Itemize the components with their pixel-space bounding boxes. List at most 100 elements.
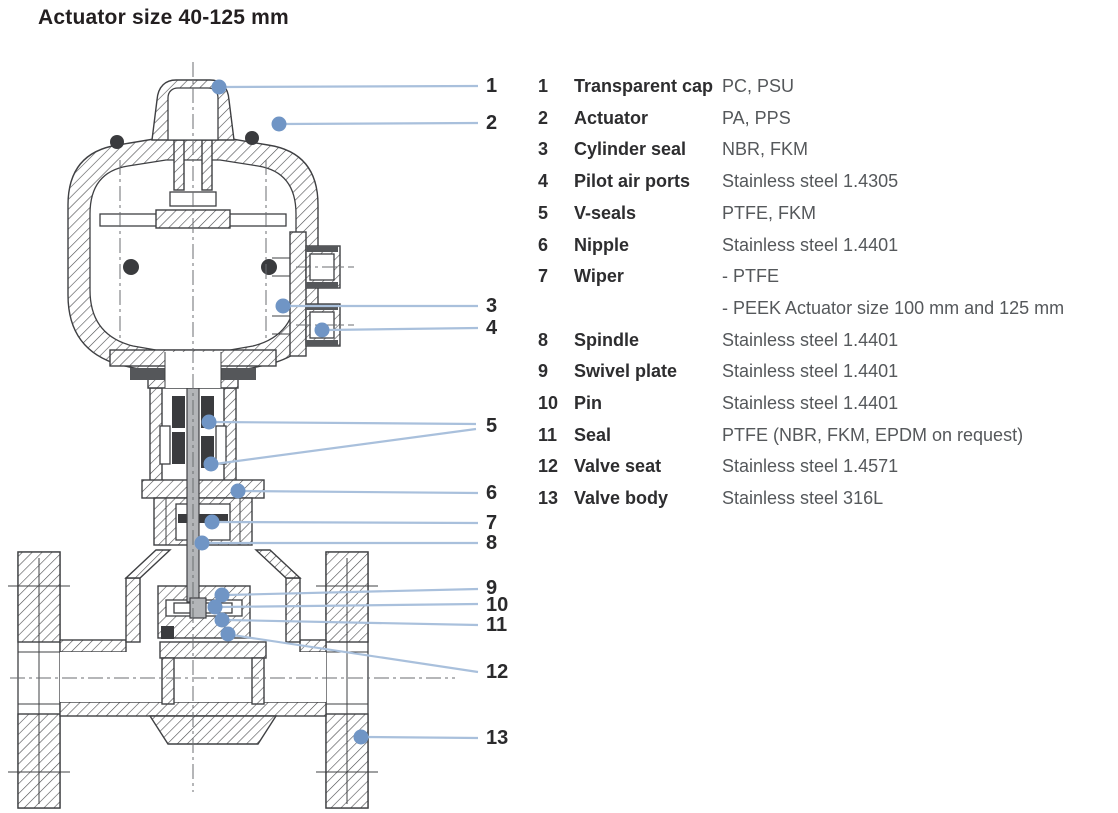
legend-row-3: 3 Cylinder seal NBR, FKM [538,134,1116,166]
callout-dot-2 [271,116,287,132]
leader-9 [225,587,479,597]
legend-num: 11 [538,424,558,445]
legend-material: Stainless steel 1.4401 [722,393,899,414]
legend-row-2: 2 Actuator PA, PPS [538,103,1116,135]
callout-dot-12 [220,626,236,642]
callout-label-3: 3 [486,295,498,317]
legend-name: Pin [574,393,603,414]
legend-material: Stainless steel 1.4571 [722,456,899,477]
pilot-air-ports [272,231,354,357]
legend-material: Stainless steel 1.4401 [722,234,899,255]
callout-label-1: 1 [486,75,498,97]
leader-6 [241,489,479,495]
callout-dots [194,79,369,745]
legend-num: 3 [538,139,549,160]
legend-material: - PTFE - PEEK Actuator size 100 mm and 1… [722,261,1116,324]
nipple-nut [141,479,265,546]
legend-num: 1 [538,76,549,96]
leader-5b [214,427,477,466]
legend-row-9: 9 Swivel plate Stainless steel 1.4401 [538,356,1116,388]
callout-dot-5a [201,414,217,430]
legend-num: 7 [538,266,549,287]
legend-row-6: 6 Nipple Stainless steel 1.4401 [538,230,1116,262]
legend-material: PA, PPS [722,107,791,128]
legend-row-10: 10 Pin Stainless steel 1.4401 [538,388,1116,420]
callout-dot-5b [203,456,219,472]
pilot-port-upper [296,245,354,289]
callout-label-9: 9 [486,577,498,599]
callout-label-2: 2 [486,112,498,134]
callout-label-12: 12 [486,661,509,683]
body-wall-right [285,577,301,643]
legend-num: 4 [538,171,549,192]
callout-label-13: 13 [486,727,509,749]
legend-row-12: 12 Valve seat Stainless steel 1.4571 [538,451,1116,483]
legend-material-line1: - PTFE [722,266,779,287]
legend-name: Valve body [574,488,669,509]
legend-num: 5 [538,202,549,223]
legend-name: Actuator [574,107,649,128]
legend-name: Swivel plate [574,361,678,382]
legend-material: Stainless steel 1.4401 [722,361,899,382]
body-shoulder-right [254,549,302,579]
callout-label-10: 10 [486,594,509,616]
legend-row-8: 8 Spindle Stainless steel 1.4401 [538,325,1116,357]
parts-legend: 1 Transparent cap PC, PSU 2 Actuator PA,… [538,71,1116,515]
legend-row-13: 13 Valve body Stainless steel 316L [538,483,1116,515]
seat-tube-right [251,657,265,705]
leader-7 [215,520,479,525]
callout-dot-13 [353,729,369,745]
legend-material: PC, PSU [722,76,795,96]
callout-label-11: 11 [486,614,508,636]
wiper-ring [178,514,228,523]
body-wall-left [125,577,141,643]
centerlines [10,62,455,792]
legend-num: 2 [538,107,549,128]
legend-material: Stainless steel 1.4401 [722,329,899,350]
port-mounting-plate [289,231,307,357]
leader-12 [231,633,479,674]
callout-dot-6 [230,483,246,499]
legend-num: 9 [538,361,549,382]
seal-shape [161,626,174,639]
callout-label-4: 4 [486,317,498,339]
legend-row-4: 4 Pilot air ports Stainless steel 1.4305 [538,166,1116,198]
callout-dot-8 [194,535,210,551]
body-shoulder-left [124,549,172,579]
callout-dot-9 [214,587,230,603]
leader-2 [282,121,479,126]
callout-dot-7 [204,514,220,530]
legend-material: Stainless steel 1.4305 [722,171,899,192]
legend-name: Wiper [574,266,624,287]
valve-body-section [8,549,378,809]
legend-name: Spindle [574,329,640,350]
legend-num: 12 [538,456,559,477]
body-sump [148,715,278,745]
callout-dot-4 [314,322,330,338]
legend-row-11: 11 Seal PTFE (NBR, FKM, EPDM on request) [538,420,1116,452]
callout-leaders [206,84,479,740]
callout-dot-3 [275,298,291,314]
leader-5a [212,420,477,426]
legend-name: Seal [574,424,612,445]
leader-11 [225,618,479,627]
legend-row-5: 5 V-seals PTFE, FKM [538,198,1116,230]
legend-row-7: 7 Wiper - PTFE - PEEK Actuator size 100 … [538,261,1116,324]
valve-seat-shape [159,641,267,659]
callout-label-5: 5 [486,415,498,437]
legend-material-line2: - PEEK Actuator size 100 mm and 125 mm [722,297,1065,318]
legend-name: Transparent cap [574,76,714,96]
callout-dot-11 [214,612,230,628]
seat-tube-left [161,657,175,705]
legend-name: Valve seat [574,456,662,477]
legend-material: PTFE (NBR, FKM, EPDM on request) [722,424,1024,445]
pipe-wall-top-left [59,639,127,653]
legend-row-1: 1 Transparent cap PC, PSU [538,71,1116,103]
leader-13 [364,735,479,740]
leader-4 [325,326,479,332]
legend-name: Pilot air ports [574,171,691,192]
callout-dot-10 [207,599,223,615]
leader-10 [218,602,479,609]
legend-name: Cylinder seal [574,139,687,160]
legend-name: Nipple [574,234,630,255]
